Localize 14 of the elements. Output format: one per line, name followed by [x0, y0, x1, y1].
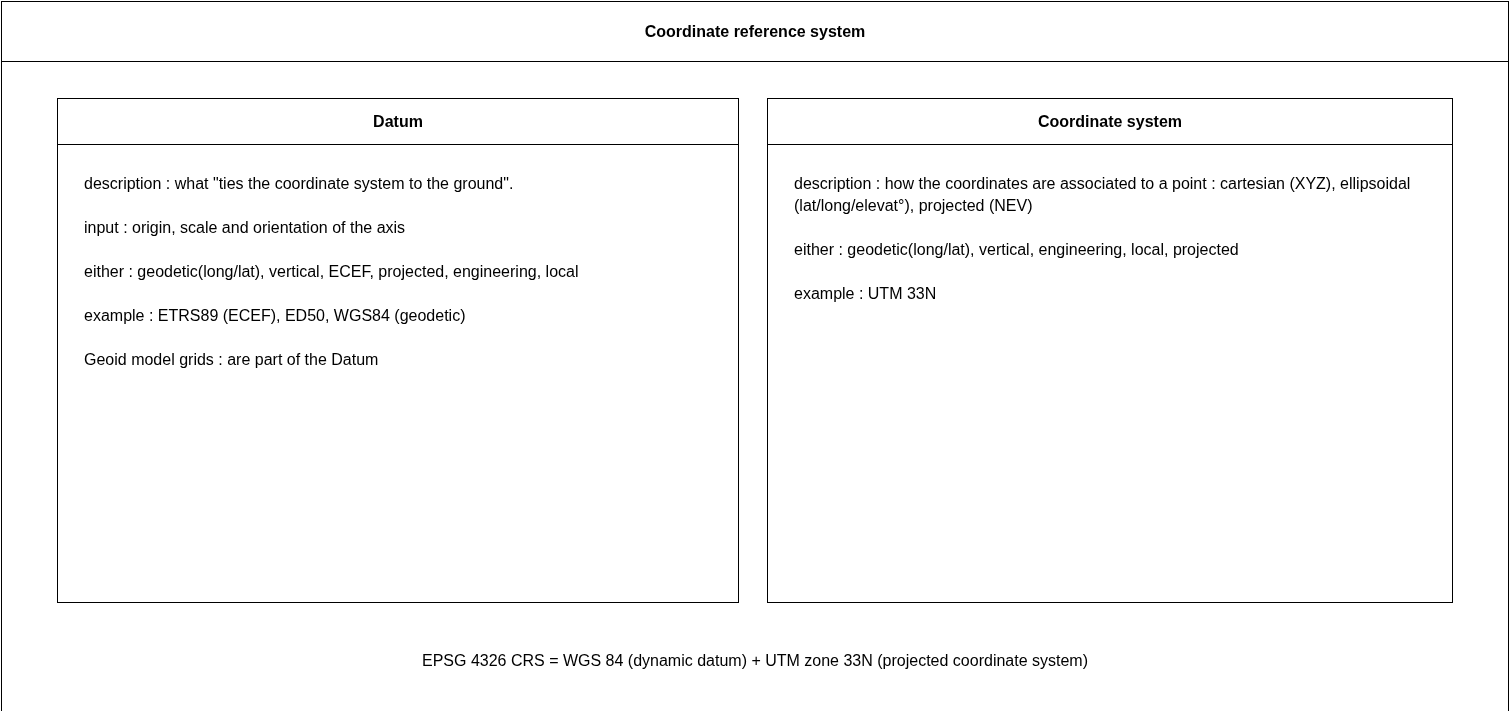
- paragraph: description : what "ties the coordinate system to the ground".: [84, 174, 515, 194]
- paragraph: input : origin, scale and orientation of the axis: [84, 218, 407, 238]
- heading: Coordinate system: [1037, 112, 1182, 131]
- paragraph: either : geodetic(long/lat), vertical, ECEF, projected, engineering, local: [84, 262, 580, 282]
- paragraph: example : ETRS89 (ECEF), ED50, WGS84 (geodetic): [84, 306, 467, 326]
- paragraph: either : geodetic(long/lat), vertical, engineering, local, projected: [794, 240, 1240, 260]
- paragraph: Geoid model grids : are part of the Datum: [84, 350, 380, 370]
- heading: Datum: [373, 112, 423, 131]
- paragraph: example : UTM 33N: [794, 284, 938, 304]
- note: EPSG 4326 CRS = WGS 84 (dynamic datum) + UTM zone 33N (projected coordinate system): [420, 652, 1089, 670]
- paragraph: description : how the coordinates are associated to a point : cartesian (XYZ), ellipsoidal (lat/long/elevat°), projected (NEV): [794, 174, 1412, 216]
- section-box: [767, 98, 1453, 603]
- heading: Coordinate reference system: [644, 22, 866, 41]
- section-box: [57, 98, 739, 603]
